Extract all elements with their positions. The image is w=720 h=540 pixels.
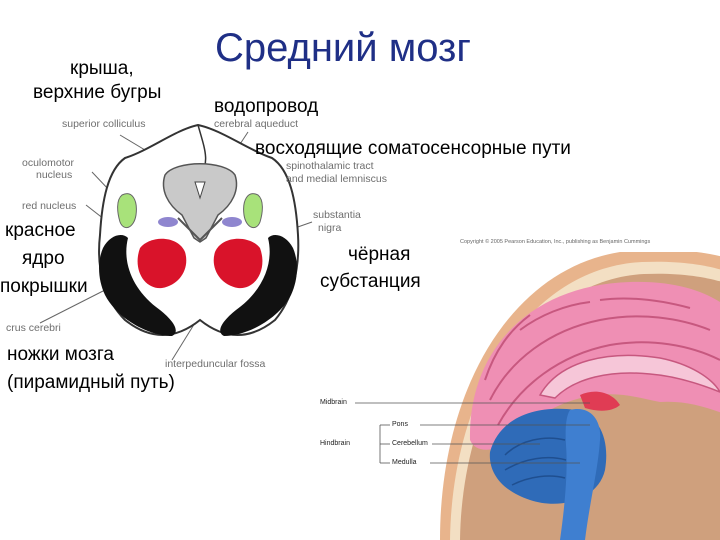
midbrain xyxy=(580,391,620,411)
en-superior-colliculus: superior colliculus xyxy=(62,118,146,130)
en-oculomotor-1: oculomotor xyxy=(22,157,74,169)
page-title: Средний мозг xyxy=(215,26,471,70)
en-red-nucleus: red nucleus xyxy=(22,200,77,212)
atlas-leader-lines xyxy=(355,402,590,464)
label-red-nucleus-1: красное xyxy=(5,220,76,241)
label-red-nucleus-3: покрышки xyxy=(0,276,88,297)
pons-medulla xyxy=(560,409,601,540)
en-substantia-nigra-2: nigra xyxy=(318,222,342,234)
label-aqueduct: водопровод xyxy=(214,96,319,117)
corpus-callosum xyxy=(538,354,720,399)
atlas-label-midbrain: Midbrain xyxy=(320,399,347,406)
substantia-nigra-left xyxy=(99,235,176,336)
label-crus-1: ножки мозга xyxy=(7,344,114,365)
red-nucleus-left xyxy=(137,238,187,289)
label-crus-2: (пирамидный путь) xyxy=(7,372,175,393)
cerebrum-gyri xyxy=(484,297,720,426)
atlas-copyright: Copyright © 2005 Pearson Education, Inc.… xyxy=(460,239,651,245)
label-substantia-nigra-2: субстанция xyxy=(320,271,421,292)
en-substantia-nigra-1: substantia xyxy=(313,209,361,221)
atlas-label-hindbrain: Hindbrain xyxy=(320,440,350,447)
substantia-nigra-right xyxy=(220,235,297,336)
periaqueductal-gray xyxy=(162,163,238,243)
atlas-label-pons: Pons xyxy=(392,421,408,428)
en-interpeduncular-fossa: interpeduncular fossa xyxy=(165,358,266,370)
en-cerebral-aqueduct: cerebral aqueduct xyxy=(214,118,299,130)
label-substantia-nigra-1: чёрная xyxy=(348,244,411,265)
oculomotor-nucleus-right xyxy=(243,193,263,229)
en-crus-cerebri: crus cerebri xyxy=(6,322,61,334)
en-spinothalamic-1: spinothalamic tract xyxy=(286,160,374,172)
oculomotor-nucleus-left xyxy=(117,193,137,229)
en-oculomotor-2: nucleus xyxy=(36,169,73,181)
lemniscus-right xyxy=(222,217,242,227)
cerebellum-folia xyxy=(504,437,567,486)
red-nucleus-right xyxy=(213,238,263,289)
lemniscus-left xyxy=(158,217,178,227)
label-ascending-tracts: восходящие соматосенсорные пути xyxy=(255,138,571,159)
label-superior-colliculi: верхние бугры xyxy=(33,82,162,103)
atlas-label-medulla: Medulla xyxy=(392,459,417,466)
en-spinothalamic-2: and medial lemniscus xyxy=(286,173,387,185)
label-roof: крыша, xyxy=(70,58,134,79)
aqueduct xyxy=(194,181,206,200)
label-red-nucleus-2: ядро xyxy=(22,248,65,269)
atlas-label-cerebellum: Cerebellum xyxy=(392,440,428,447)
